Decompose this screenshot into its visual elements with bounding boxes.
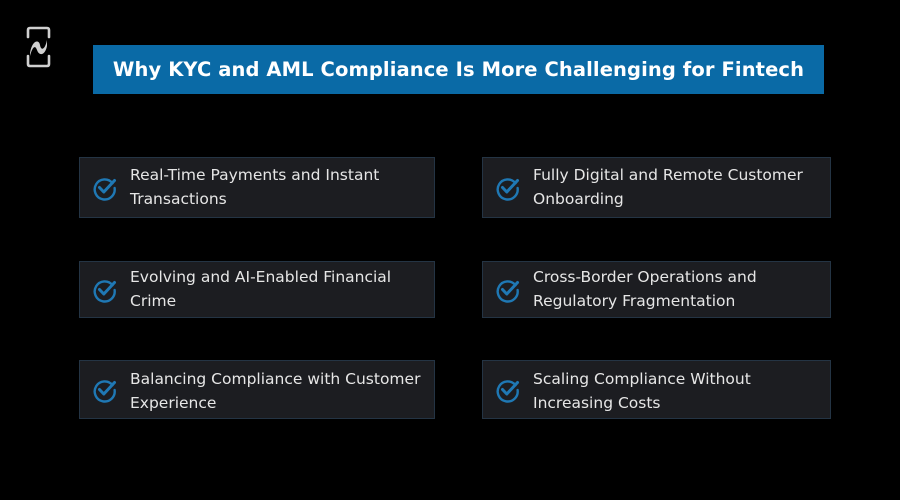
challenge-card: Balancing Compliance with Customer Exper… xyxy=(79,360,435,419)
challenge-label: Balancing Compliance with Customer Exper… xyxy=(130,370,421,412)
challenge-label: Fully Digital and Remote Customer Onboar… xyxy=(533,166,803,208)
challenge-card: Cross-Border Operations and Regulatory F… xyxy=(482,261,831,318)
challenge-card: Fully Digital and Remote Customer Onboar… xyxy=(482,157,831,218)
check-circle-icon xyxy=(93,177,116,201)
challenge-card: Real-Time Payments and Instant Transacti… xyxy=(79,157,435,218)
title-banner: Why KYC and AML Compliance Is More Chall… xyxy=(93,45,824,94)
check-circle-icon xyxy=(496,379,519,403)
page-title: Why KYC and AML Compliance Is More Chall… xyxy=(112,58,805,81)
brand-logo-icon xyxy=(26,26,51,68)
challenge-label: Real-Time Payments and Instant Transacti… xyxy=(130,166,380,208)
check-circle-icon xyxy=(496,279,519,303)
challenge-card: Scaling Compliance Without Increasing Co… xyxy=(482,360,831,419)
challenge-label: Cross-Border Operations and Regulatory F… xyxy=(533,268,757,310)
check-circle-icon xyxy=(496,177,519,201)
check-circle-icon xyxy=(93,279,116,303)
challenge-label: Scaling Compliance Without Increasing Co… xyxy=(533,370,751,412)
brand-logo xyxy=(25,26,52,68)
challenge-label: Evolving and AI-Enabled Financial Crime xyxy=(130,268,392,310)
challenge-card: Evolving and AI-Enabled Financial Crime xyxy=(79,261,435,318)
check-circle-icon xyxy=(93,379,116,403)
